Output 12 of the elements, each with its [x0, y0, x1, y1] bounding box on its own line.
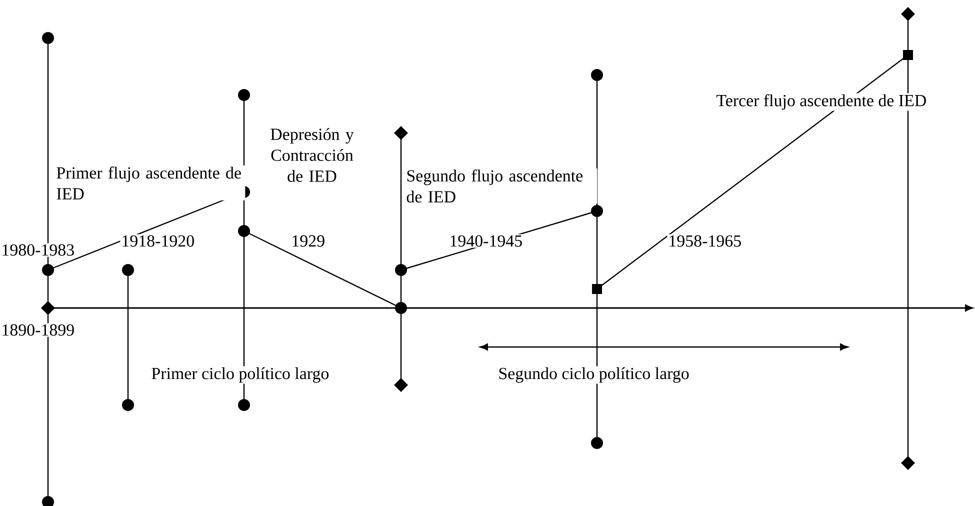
period-label: Tercer flujo ascendente de IED [715, 93, 928, 111]
period-label: 1918-1920 [120, 234, 196, 248]
period-label: 1958-1965 [667, 234, 743, 248]
period-label: Primer ciclo político largo [150, 366, 330, 384]
period-label: Segundo ciclo político largo [497, 366, 690, 384]
period-label: 1890-1899 [0, 323, 76, 337]
period-label: 1940-1945 [448, 234, 524, 248]
period-label: Segundo flujo ascendente de IED [405, 168, 598, 204]
period-label: Primer flujo ascendente de IED [55, 166, 246, 200]
period-label: 1929 [290, 234, 326, 248]
period-label: Depresión y Contracción de IED [256, 127, 368, 183]
period-label: 1980-1983 [0, 243, 76, 257]
